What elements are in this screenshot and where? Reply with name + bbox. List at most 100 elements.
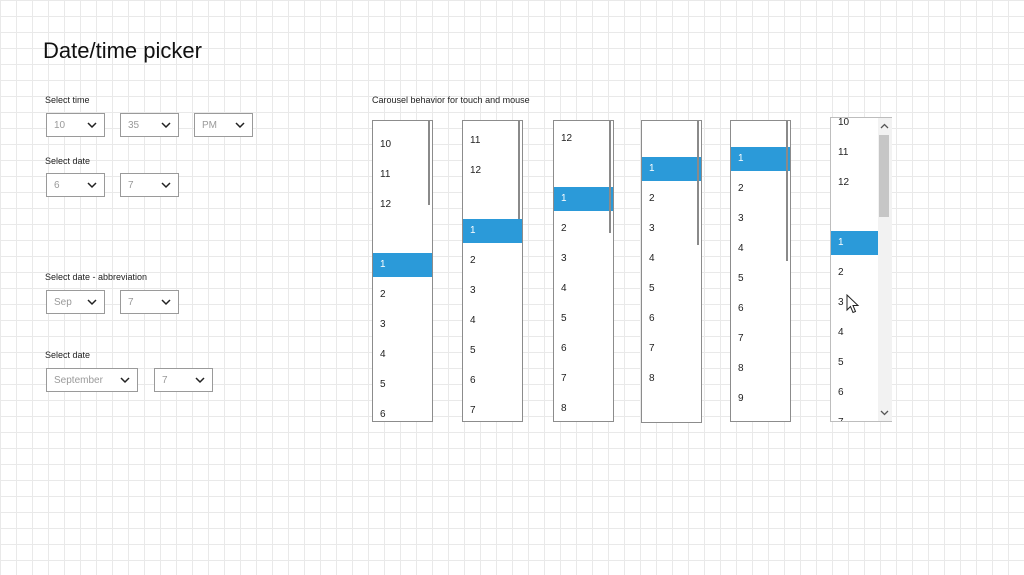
carousel-item[interactable]: 3 (470, 285, 476, 296)
hour-value: 10 (54, 119, 66, 131)
carousel-item[interactable]: 5 (649, 283, 655, 294)
ampm-dropdown[interactable]: PM (194, 113, 253, 137)
carousel-item[interactable]: 7 (561, 373, 567, 384)
carousel-item[interactable]: 7 (470, 405, 476, 416)
carousel-item[interactable]: 6 (470, 375, 476, 386)
carousel-item[interactable]: 3 (561, 253, 567, 264)
carousel-item-selected[interactable]: 1 (642, 157, 701, 181)
carousel-column-2[interactable]: 1011121234567 (462, 120, 523, 422)
carousel-item[interactable]: 11 (838, 147, 849, 158)
minute-value: 35 (128, 119, 140, 131)
carousel-item[interactable]: 6 (738, 303, 744, 314)
carousel-item[interactable]: 4 (649, 253, 655, 264)
carousel-column-5[interactable]: 1 2 3 4 5 6 7 8 9 10 (730, 120, 791, 422)
carousel-item[interactable]: 8 (738, 363, 744, 374)
carousel-item[interactable]: 2 (380, 289, 386, 300)
day-abbrev-value: 7 (128, 296, 134, 308)
carousel-item[interactable]: 5 (838, 357, 844, 368)
carousel-column-3[interactable]: 111212345678 (553, 120, 614, 422)
carousel-item[interactable]: 2 (649, 193, 655, 204)
carousel-item[interactable]: 3 (838, 297, 844, 308)
carousel-item[interactable]: 12 (642, 120, 701, 121)
carousel-item-selected[interactable]: 1 (731, 147, 790, 171)
carousel-item[interactable]: 7 (649, 343, 655, 354)
scrollbar-thumb[interactable] (879, 135, 889, 217)
carousel-item[interactable]: 6 (649, 313, 655, 324)
carousel-item[interactable]: 12 (470, 165, 482, 176)
chevron-down-icon[interactable] (879, 407, 890, 418)
carousel-item[interactable]: 9 (373, 121, 432, 127)
carousel-item[interactable]: 2 (561, 223, 567, 234)
chevron-up-icon[interactable] (879, 121, 890, 132)
carousel-item[interactable]: 4 (380, 349, 386, 360)
chevron-down-icon (195, 377, 205, 384)
carousel-item[interactable]: 10 (731, 417, 790, 421)
month-full-dropdown[interactable]: September (46, 368, 138, 392)
carousel-item[interactable]: 2 (838, 267, 844, 278)
scroll-indicator (428, 121, 430, 205)
carousel-item[interactable]: 6 (838, 387, 844, 398)
carousel-item[interactable]: 8 (561, 403, 567, 414)
carousel-item[interactable]: 4 (561, 283, 567, 294)
day-dropdown[interactable]: 7 (120, 173, 179, 197)
chevron-down-icon (87, 182, 97, 189)
carousel-item[interactable]: 4 (738, 243, 744, 254)
day-value: 7 (128, 179, 134, 191)
month-abbrev-value: Sep (54, 296, 72, 308)
day-full-dropdown[interactable]: 7 (154, 368, 213, 392)
carousel-item-selected[interactable]: 1 (463, 219, 522, 243)
carousel-item[interactable] (731, 121, 790, 141)
month-dropdown[interactable]: 6 (46, 173, 105, 197)
carousel-item[interactable]: 3 (380, 319, 386, 330)
carousel-item[interactable]: 5 (470, 345, 476, 356)
ampm-value: PM (202, 119, 217, 131)
select-time-label: Select time (45, 95, 90, 105)
carousel-item[interactable]: 12 (380, 199, 392, 210)
chevron-down-icon (161, 182, 171, 189)
carousel-item[interactable]: 2 (470, 255, 476, 266)
carousel-item-selected[interactable]: 1 (373, 253, 432, 277)
carousel-item[interactable]: 10 (380, 139, 392, 150)
select-date-label: Select date (45, 156, 91, 166)
carousel-item[interactable]: 12 (838, 177, 850, 188)
carousel-item[interactable]: 5 (380, 379, 386, 390)
carousel-item[interactable]: 10 (463, 121, 522, 123)
carousel-item[interactable] (831, 201, 879, 225)
carousel-item[interactable]: 2 (738, 183, 744, 194)
carousel-item[interactable]: 5 (561, 313, 567, 324)
hour-dropdown[interactable]: 10 (46, 113, 105, 137)
chevron-down-icon (235, 122, 245, 129)
carousel-item-selected[interactable]: 1 (554, 187, 613, 211)
carousel-item[interactable] (373, 223, 432, 247)
carousel-item[interactable] (642, 127, 701, 151)
carousel-item[interactable]: 12 (561, 133, 573, 144)
carousel-item[interactable]: 6 (561, 343, 567, 354)
day-abbrev-dropdown[interactable]: 7 (120, 290, 179, 314)
carousel-item[interactable]: 9 (738, 393, 744, 404)
carousel-item[interactable]: 3 (738, 213, 744, 224)
carousel-item[interactable]: 4 (470, 315, 476, 326)
carousel-item[interactable]: 5 (738, 273, 744, 284)
carousel-item[interactable]: 11 (554, 120, 613, 121)
carousel-item[interactable]: 7 (831, 411, 879, 421)
carousel-item-selected[interactable]: 1 (831, 231, 879, 255)
carousel-item[interactable]: 6 (380, 409, 386, 420)
carousel-item[interactable]: 7 (738, 333, 744, 344)
minute-dropdown[interactable]: 35 (120, 113, 179, 137)
chevron-down-icon (87, 299, 97, 306)
carousel-item[interactable] (463, 189, 522, 213)
carousel-item[interactable]: 4 (838, 327, 844, 338)
carousel-item[interactable]: 3 (649, 223, 655, 234)
month-abbrev-dropdown[interactable]: Sep (46, 290, 105, 314)
carousel-column-6[interactable]: 1011121234567 (830, 117, 892, 422)
carousel-item[interactable]: 11 (380, 169, 391, 180)
carousel-item[interactable]: 11 (470, 135, 481, 146)
carousel-item[interactable]: 10 (838, 117, 850, 128)
carousel-item[interactable] (554, 157, 613, 181)
carousel-item[interactable]: 8 (649, 373, 655, 384)
scroll-indicator (786, 121, 788, 261)
scroll-indicator (697, 121, 699, 245)
chevron-down-icon (161, 299, 171, 306)
